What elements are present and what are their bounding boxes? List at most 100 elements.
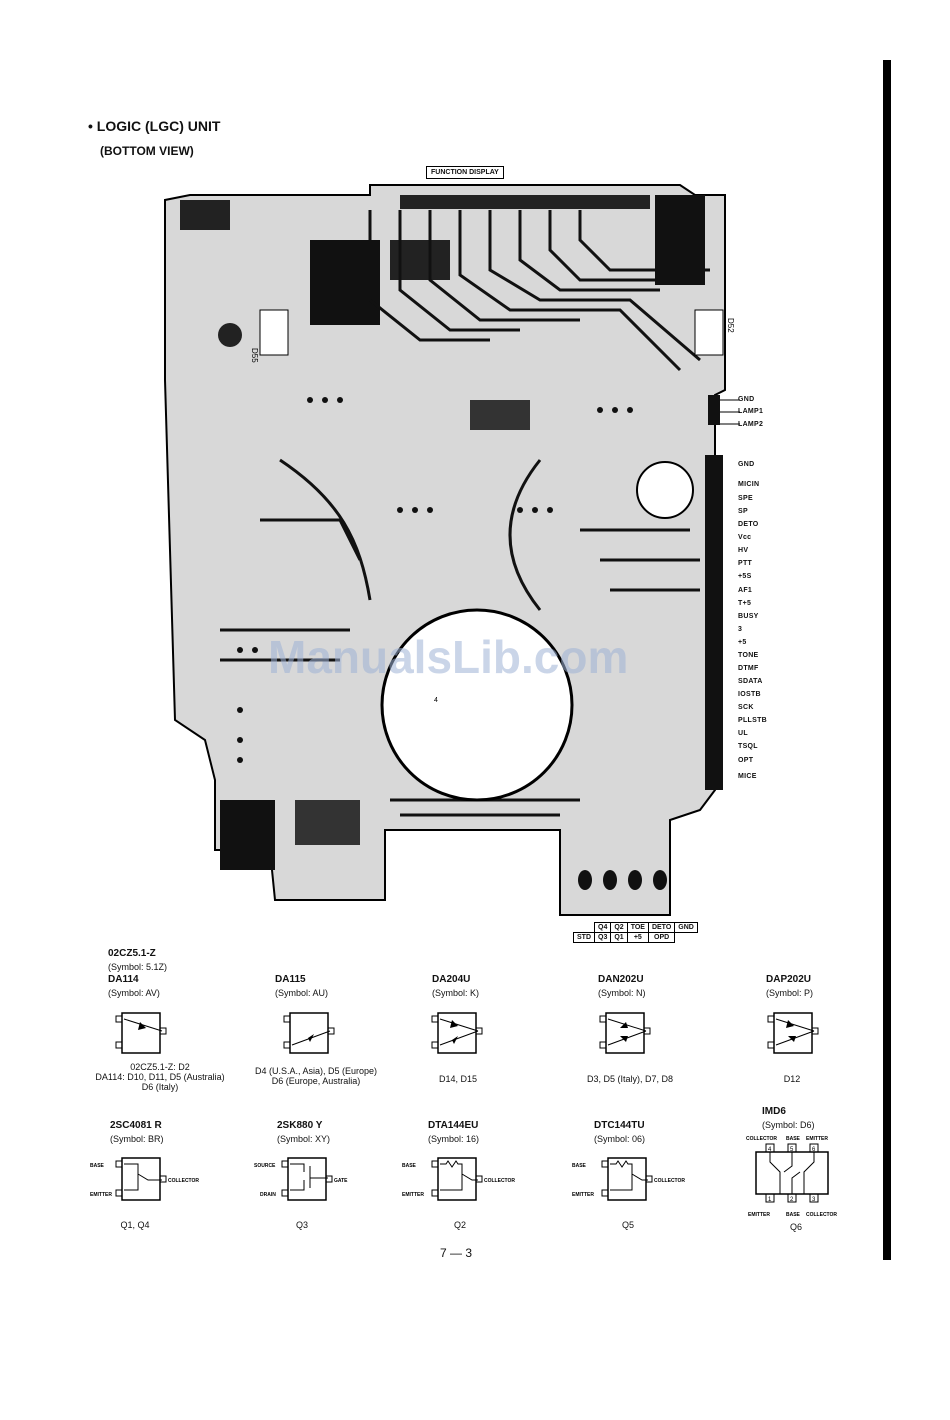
- component-desc: D12: [783, 1074, 801, 1084]
- component-name: 2SK880 Y: [277, 1120, 323, 1131]
- component-symbol: (Symbol: D6): [762, 1120, 815, 1130]
- component-name: DA204U: [432, 974, 471, 985]
- connector-b-pin: PLLSTB: [738, 717, 768, 724]
- pin-label: BASE: [572, 1163, 587, 1169]
- component-desc: D14, D15: [438, 1074, 478, 1084]
- function-display-label: FUNCTION DISPLAY: [426, 166, 504, 179]
- pin-number: 1: [768, 1197, 772, 1203]
- connector-a-pin: LAMP2: [738, 421, 764, 428]
- connector-a-pin: LAMP1: [738, 408, 764, 415]
- component-desc: Q1, Q4: [120, 1220, 150, 1230]
- component-name: DAP202U: [766, 974, 812, 985]
- page-edge-bar: [883, 60, 891, 1260]
- page-subtitle: (BOTTOM VIEW): [100, 144, 194, 158]
- page-number: 7 — 3: [440, 1246, 473, 1260]
- component-name: DA115: [275, 974, 306, 985]
- diode-package-icon: [283, 1012, 335, 1054]
- connector-b-pin: TSQL: [738, 743, 758, 750]
- pin-label: BASE: [402, 1163, 417, 1169]
- connector-b-pin: SDATA: [738, 678, 763, 685]
- component-desc: Q2: [453, 1220, 466, 1230]
- connector-b-pin: MICIN: [738, 481, 760, 488]
- desc-line: DA114: D10, D11, D5 (Australia): [95, 1072, 225, 1082]
- bottom-pin: Q3: [593, 932, 612, 943]
- connector-b-pin: HV: [738, 547, 749, 554]
- pin-label: BASE: [786, 1136, 801, 1142]
- desc-line: D6 (Italy): [141, 1082, 179, 1092]
- component-symbol: (Symbol: K): [432, 988, 480, 998]
- bottom-pin: Q4: [593, 922, 612, 933]
- diode-label-left: D55: [250, 348, 259, 363]
- component-name: DTC144TU: [594, 1120, 645, 1131]
- connector-b-pin: 3: [738, 626, 743, 633]
- component-symbol: (Symbol: 16): [428, 1134, 480, 1144]
- component-symbol: (Symbol: P): [766, 988, 814, 998]
- pin-label: EMITTER: [572, 1192, 594, 1198]
- component-symbol: (Symbol: N): [598, 988, 646, 998]
- connector-b-pin: OPT: [738, 757, 754, 764]
- component-desc: 02CZ5.1-Z: D2 DA114: D10, D11, D5 (Austr…: [60, 1062, 260, 1092]
- pin-label: BASE: [786, 1212, 801, 1218]
- pin-number: 4: [768, 1147, 772, 1153]
- component-name: IMD6: [762, 1106, 786, 1117]
- component-symbol: (Symbol: XY): [277, 1134, 331, 1144]
- diode-package-icon: [767, 1012, 819, 1054]
- diode-package-icon: [115, 1012, 167, 1054]
- bottom-connector-table: Q4 Q2 TOE DETO GND STD Q3 Q1 +5 OPD: [573, 922, 698, 943]
- pin-label: COLLECTOR: [746, 1136, 777, 1142]
- bottom-pin: OPD: [647, 932, 676, 943]
- component-desc: Q5: [621, 1220, 634, 1230]
- pin-label: EMITTER: [748, 1212, 770, 1218]
- bottom-pin: Q2: [610, 922, 628, 933]
- bottom-pin: GND: [674, 922, 698, 933]
- watermark: ManualsLib.com: [268, 631, 629, 683]
- component-desc: Q3: [295, 1220, 308, 1230]
- pin-label: GATE: [334, 1178, 348, 1184]
- component-name: 2SC4081 R: [110, 1120, 162, 1131]
- connector-b-pin: SCK: [738, 704, 754, 711]
- pin-label: EMITTER: [402, 1192, 424, 1198]
- pin-label: EMITTER: [90, 1192, 112, 1198]
- pin-label: COLLECTOR: [168, 1178, 199, 1184]
- component-desc: D3, D5 (Italy), D7, D8: [586, 1074, 674, 1084]
- pcb-cutout-circle: [380, 608, 574, 802]
- pin-number: 5: [790, 1147, 794, 1153]
- component-symbol: (Symbol: BR): [110, 1134, 164, 1144]
- transistor-package-icon: SOURCE DRAIN GATE: [254, 1157, 348, 1201]
- pin-number: 6: [812, 1147, 816, 1153]
- connector-b-pin: UL: [738, 730, 748, 737]
- page-title: • LOGIC (LGC) UNIT: [88, 118, 221, 134]
- bottom-pin: +5: [626, 932, 649, 943]
- bottom-pin: TOE: [626, 922, 649, 933]
- component-symbol: (Symbol: 5.1Z): [108, 962, 168, 972]
- pin-label: COLLECTOR: [654, 1178, 685, 1184]
- connector-a-pin: GND: [738, 396, 755, 403]
- connector-b-pin: TONE: [738, 652, 759, 659]
- transistor-package-icon: BASE EMITTER COLLECTOR: [90, 1157, 199, 1201]
- component-symbol: (Symbol: 06): [594, 1134, 646, 1144]
- desc-line: 02CZ5.1-Z: D2: [130, 1062, 190, 1072]
- diode-package-icon: [431, 1012, 483, 1054]
- connector-b-pin: SPE: [738, 495, 753, 502]
- pin-label: DRAIN: [260, 1192, 276, 1198]
- desc-line: D6 (Europe, Australia): [271, 1076, 361, 1086]
- pin-number: 2: [790, 1197, 794, 1203]
- desc-line: D4 (U.S.A., Asia), D5 (Europe): [254, 1066, 378, 1076]
- connector-b-pin: IOSTB: [738, 691, 761, 698]
- transistor-package-icon: BASE EMITTER COLLECTOR: [572, 1157, 685, 1201]
- bottom-pin: Q1: [610, 932, 628, 943]
- diode-label-right: D52: [726, 318, 735, 333]
- connector-b-pin: MICE: [738, 773, 757, 780]
- bottom-pin: STD: [573, 932, 595, 943]
- connector-b-pin: T+5: [738, 600, 752, 607]
- connector-b-pin: +5: [738, 639, 747, 646]
- connector-b-pin: BUSY: [738, 613, 759, 620]
- component-name: DTA144EU: [428, 1120, 479, 1131]
- transistor-package-icon: BASE EMITTER COLLECTOR: [402, 1157, 515, 1201]
- connector-b-pin: AF1: [738, 587, 753, 594]
- pin-label: BASE: [90, 1163, 105, 1169]
- connector-b-pin: SP: [738, 508, 748, 515]
- diode-package-icon: [599, 1012, 651, 1054]
- connector-b-pin: DETO: [738, 521, 759, 528]
- pin-label: COLLECTOR: [806, 1212, 837, 1218]
